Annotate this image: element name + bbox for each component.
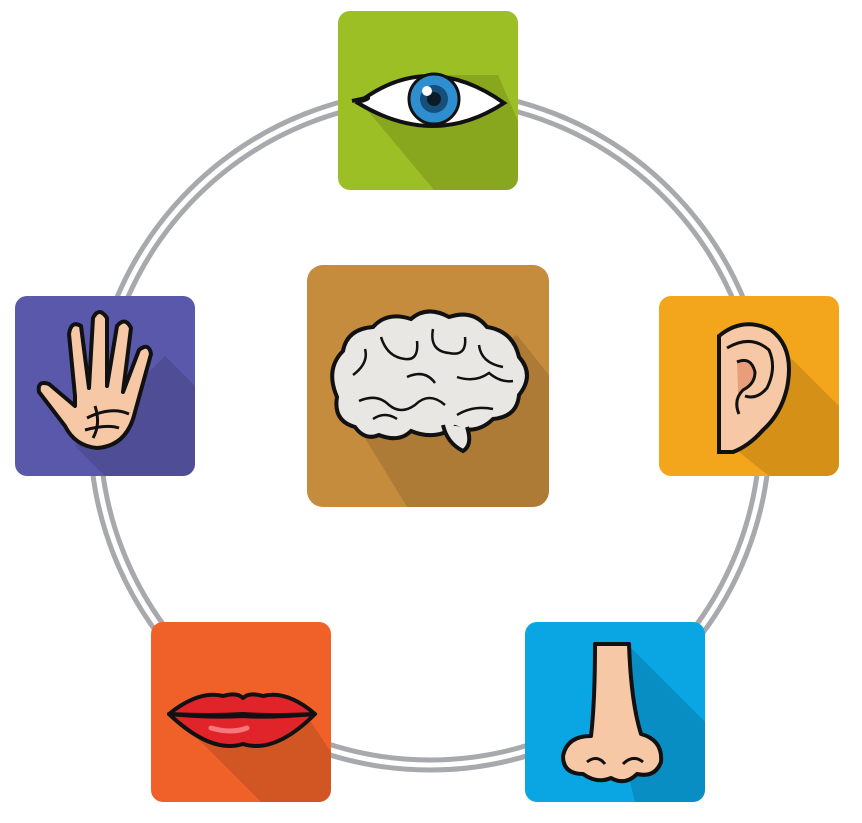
smell-tile [525, 622, 705, 802]
taste-tile [151, 622, 331, 802]
hand-icon [15, 296, 195, 476]
sight-tile [338, 11, 518, 190]
ear-icon [659, 296, 839, 476]
hearing-tile [659, 296, 839, 476]
nose-icon [525, 622, 705, 802]
brain-tile [307, 265, 549, 507]
touch-tile [15, 296, 195, 476]
brain-icon [307, 265, 549, 507]
mouth-icon [151, 622, 331, 802]
eye-icon [338, 11, 518, 190]
